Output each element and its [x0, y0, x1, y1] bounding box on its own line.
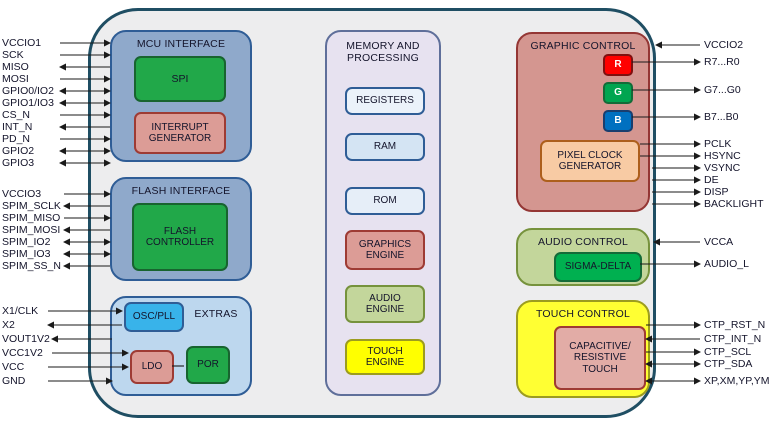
block-audio-control: AUDIO CONTROL SIGMA-DELTA	[516, 228, 650, 286]
pin-spim-io3: SPIM_IO3	[2, 248, 51, 260]
pin-gpio1-io3: GPIO1/IO3	[2, 97, 54, 109]
interrupt-generator-box: INTERRUPT GENERATOR	[134, 112, 226, 154]
por-box: POR	[186, 346, 230, 384]
pin-ctp-scl: CTP_SCL	[704, 346, 752, 358]
pin-r-bus: R7...R0	[704, 56, 740, 68]
sigma-delta-box: SIGMA-DELTA	[554, 252, 642, 282]
pin-miso: MISO	[2, 61, 29, 73]
pin-vccio3: VCCIO3	[2, 188, 42, 200]
pin-spim-miso: SPIM_MISO	[2, 212, 61, 224]
blue-channel-box: B	[603, 110, 633, 132]
pin-hsync: HSYNC	[704, 150, 741, 162]
capacitive-resistive-touch-box: CAPACITIVE/ RESISTIVE TOUCH	[554, 326, 646, 390]
pin-b-bus: B7...B0	[704, 111, 739, 123]
touch-engine-box: TOUCH ENGINE	[345, 339, 425, 375]
pin-pd-n: PD_N	[2, 133, 31, 145]
rom-box: ROM	[345, 187, 425, 215]
pin-vout1v2: VOUT1V2	[2, 333, 50, 345]
pin-vccio1: VCCIO1	[2, 37, 42, 49]
pin-de: DE	[704, 174, 719, 186]
pin-backlight: BACKLIGHT	[704, 198, 764, 210]
pin-ctp-sda: CTP_SDA	[704, 358, 753, 370]
pixel-clock-generator-box: PIXEL CLOCK GENERATOR	[540, 140, 640, 182]
block-graphic-control: GRAPHIC CONTROL R G B PIXEL CLOCK GENERA…	[516, 32, 650, 212]
pin-mosi: MOSI	[2, 73, 29, 85]
graphics-engine-box: GRAPHICS ENGINE	[345, 230, 425, 270]
pin-audio-l: AUDIO_L	[704, 258, 749, 270]
pin-gpio3: GPIO3	[2, 157, 35, 169]
pin-gpio2: GPIO2	[2, 145, 35, 157]
pin-vsync: VSYNC	[704, 162, 741, 174]
pin-ctp-rst-n: CTP_RST_N	[704, 319, 766, 331]
pin-ctp-int-n: CTP_INT_N	[704, 333, 762, 345]
pin-g-bus: G7...G0	[704, 84, 741, 96]
pin-vcca: VCCA	[704, 236, 734, 248]
spi-box: SPI	[134, 56, 226, 102]
green-channel-box: G	[603, 82, 633, 104]
registers-box: REGISTERS	[345, 87, 425, 115]
block-memory-processing: MEMORY AND PROCESSING REGISTERS RAM ROM …	[325, 30, 441, 396]
pin-spim-ss-n: SPIM_SS_N	[2, 260, 61, 272]
ldo-box: LDO	[130, 350, 174, 384]
pin-gnd: GND	[2, 375, 26, 387]
ram-box: RAM	[345, 133, 425, 161]
block-extras: EXTRAS OSC/PLL LDO POR	[110, 296, 252, 396]
audio-engine-box: AUDIO ENGINE	[345, 285, 425, 323]
pin-vccio2: VCCIO2	[704, 39, 744, 51]
osc-pll-box: OSC/PLL	[124, 302, 184, 332]
pin-sck: SCK	[2, 49, 24, 61]
block-graphic-control-title: GRAPHIC CONTROL	[530, 40, 636, 52]
pin-spim-mosi: SPIM_MOSI	[2, 224, 61, 236]
pin-gpio0-io2: GPIO0/IO2	[2, 85, 54, 97]
flash-controller-box: FLASH CONTROLLER	[132, 203, 228, 271]
pin-x2: X2	[2, 319, 15, 331]
pin-spim-io2: SPIM_IO2	[2, 236, 51, 248]
pin-cs-n: CS_N	[2, 109, 31, 121]
block-extras-title: EXTRAS	[194, 308, 238, 320]
pin-disp: DISP	[704, 186, 729, 198]
block-mcu-interface-title: MCU INTERFACE	[136, 38, 226, 50]
block-audio-control-title: AUDIO CONTROL	[537, 236, 629, 248]
pin-x1-clk: X1/CLK	[2, 305, 39, 317]
block-touch-control-title: TOUCH CONTROL	[536, 308, 630, 320]
block-flash-interface-title: FLASH INTERFACE	[131, 185, 231, 197]
pin-xp-xm-yp-ym: XP,XM,YP,YM	[704, 375, 770, 387]
block-touch-control: TOUCH CONTROL CAPACITIVE/ RESISTIVE TOUC…	[516, 300, 650, 398]
pin-spim-sclk: SPIM_SCLK	[2, 200, 61, 212]
red-channel-box: R	[603, 54, 633, 76]
block-flash-interface: FLASH INTERFACE FLASH CONTROLLER	[110, 177, 252, 281]
pin-int-n: INT_N	[2, 121, 33, 133]
pin-pclk: PCLK	[704, 138, 732, 150]
block-mcu-interface: MCU INTERFACE SPI INTERRUPT GENERATOR	[110, 30, 252, 162]
pin-vcc1v2: VCC1V2	[2, 347, 43, 359]
pin-vcc: VCC	[2, 361, 25, 373]
block-memory-processing-title: MEMORY AND PROCESSING	[346, 40, 420, 64]
